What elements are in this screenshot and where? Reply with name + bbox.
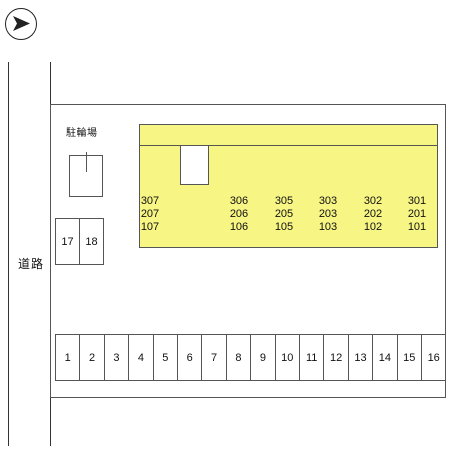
building-roofline: [140, 145, 437, 146]
parking-stall: 10: [274, 334, 300, 381]
unit-number: 303: [318, 195, 338, 207]
parking-stall: 12: [323, 334, 349, 381]
unit-number: 301: [407, 195, 427, 207]
parking-stall: 16: [421, 334, 447, 381]
parking-stall: 7: [201, 334, 227, 381]
parking-stall: 4: [128, 334, 154, 381]
bicycle-parking-label: 駐輪場: [66, 128, 98, 139]
unit-number: 206: [229, 208, 249, 220]
compass: [5, 8, 37, 40]
road-edge-left: [8, 62, 9, 446]
parking-stall: 5: [152, 334, 178, 381]
parking-stall: 1: [55, 334, 81, 381]
parking-stall: 3: [103, 334, 130, 381]
unit-number: 307: [140, 195, 160, 207]
parking-stall: 11: [299, 334, 325, 381]
unit-number: 103: [318, 221, 338, 233]
unit-number: 107: [140, 221, 160, 233]
unit-number: 207: [140, 208, 160, 220]
unit-number: 106: [229, 221, 249, 233]
parking-stall: 15: [396, 334, 422, 381]
unit-number: 305: [274, 195, 294, 207]
parking-stall: 9: [250, 334, 276, 381]
north-arrow-icon: [13, 16, 30, 31]
unit-number: 306: [229, 195, 249, 207]
unit-number: 101: [407, 221, 427, 233]
unit-number: 202: [363, 208, 383, 220]
unit-number: 105: [274, 221, 294, 233]
parking-stall: 6: [177, 334, 203, 381]
parking-stall: 2: [79, 334, 105, 381]
stairwell: [180, 145, 209, 185]
unit-number: 102: [363, 221, 383, 233]
unit-number: 205: [274, 208, 294, 220]
unit-number: 201: [407, 208, 427, 220]
bicycle-parking: [69, 152, 103, 197]
parking-stall: 17: [55, 218, 80, 265]
parking-stall: 13: [347, 334, 374, 381]
unit-number: 203: [318, 208, 338, 220]
road-label: 道路: [18, 257, 45, 271]
parking-stall: 8: [225, 334, 252, 381]
bicycle-parking-marker: [86, 152, 87, 172]
parking-stall: 14: [372, 334, 398, 381]
parking-stall: 18: [79, 218, 104, 265]
unit-number: 302: [363, 195, 383, 207]
